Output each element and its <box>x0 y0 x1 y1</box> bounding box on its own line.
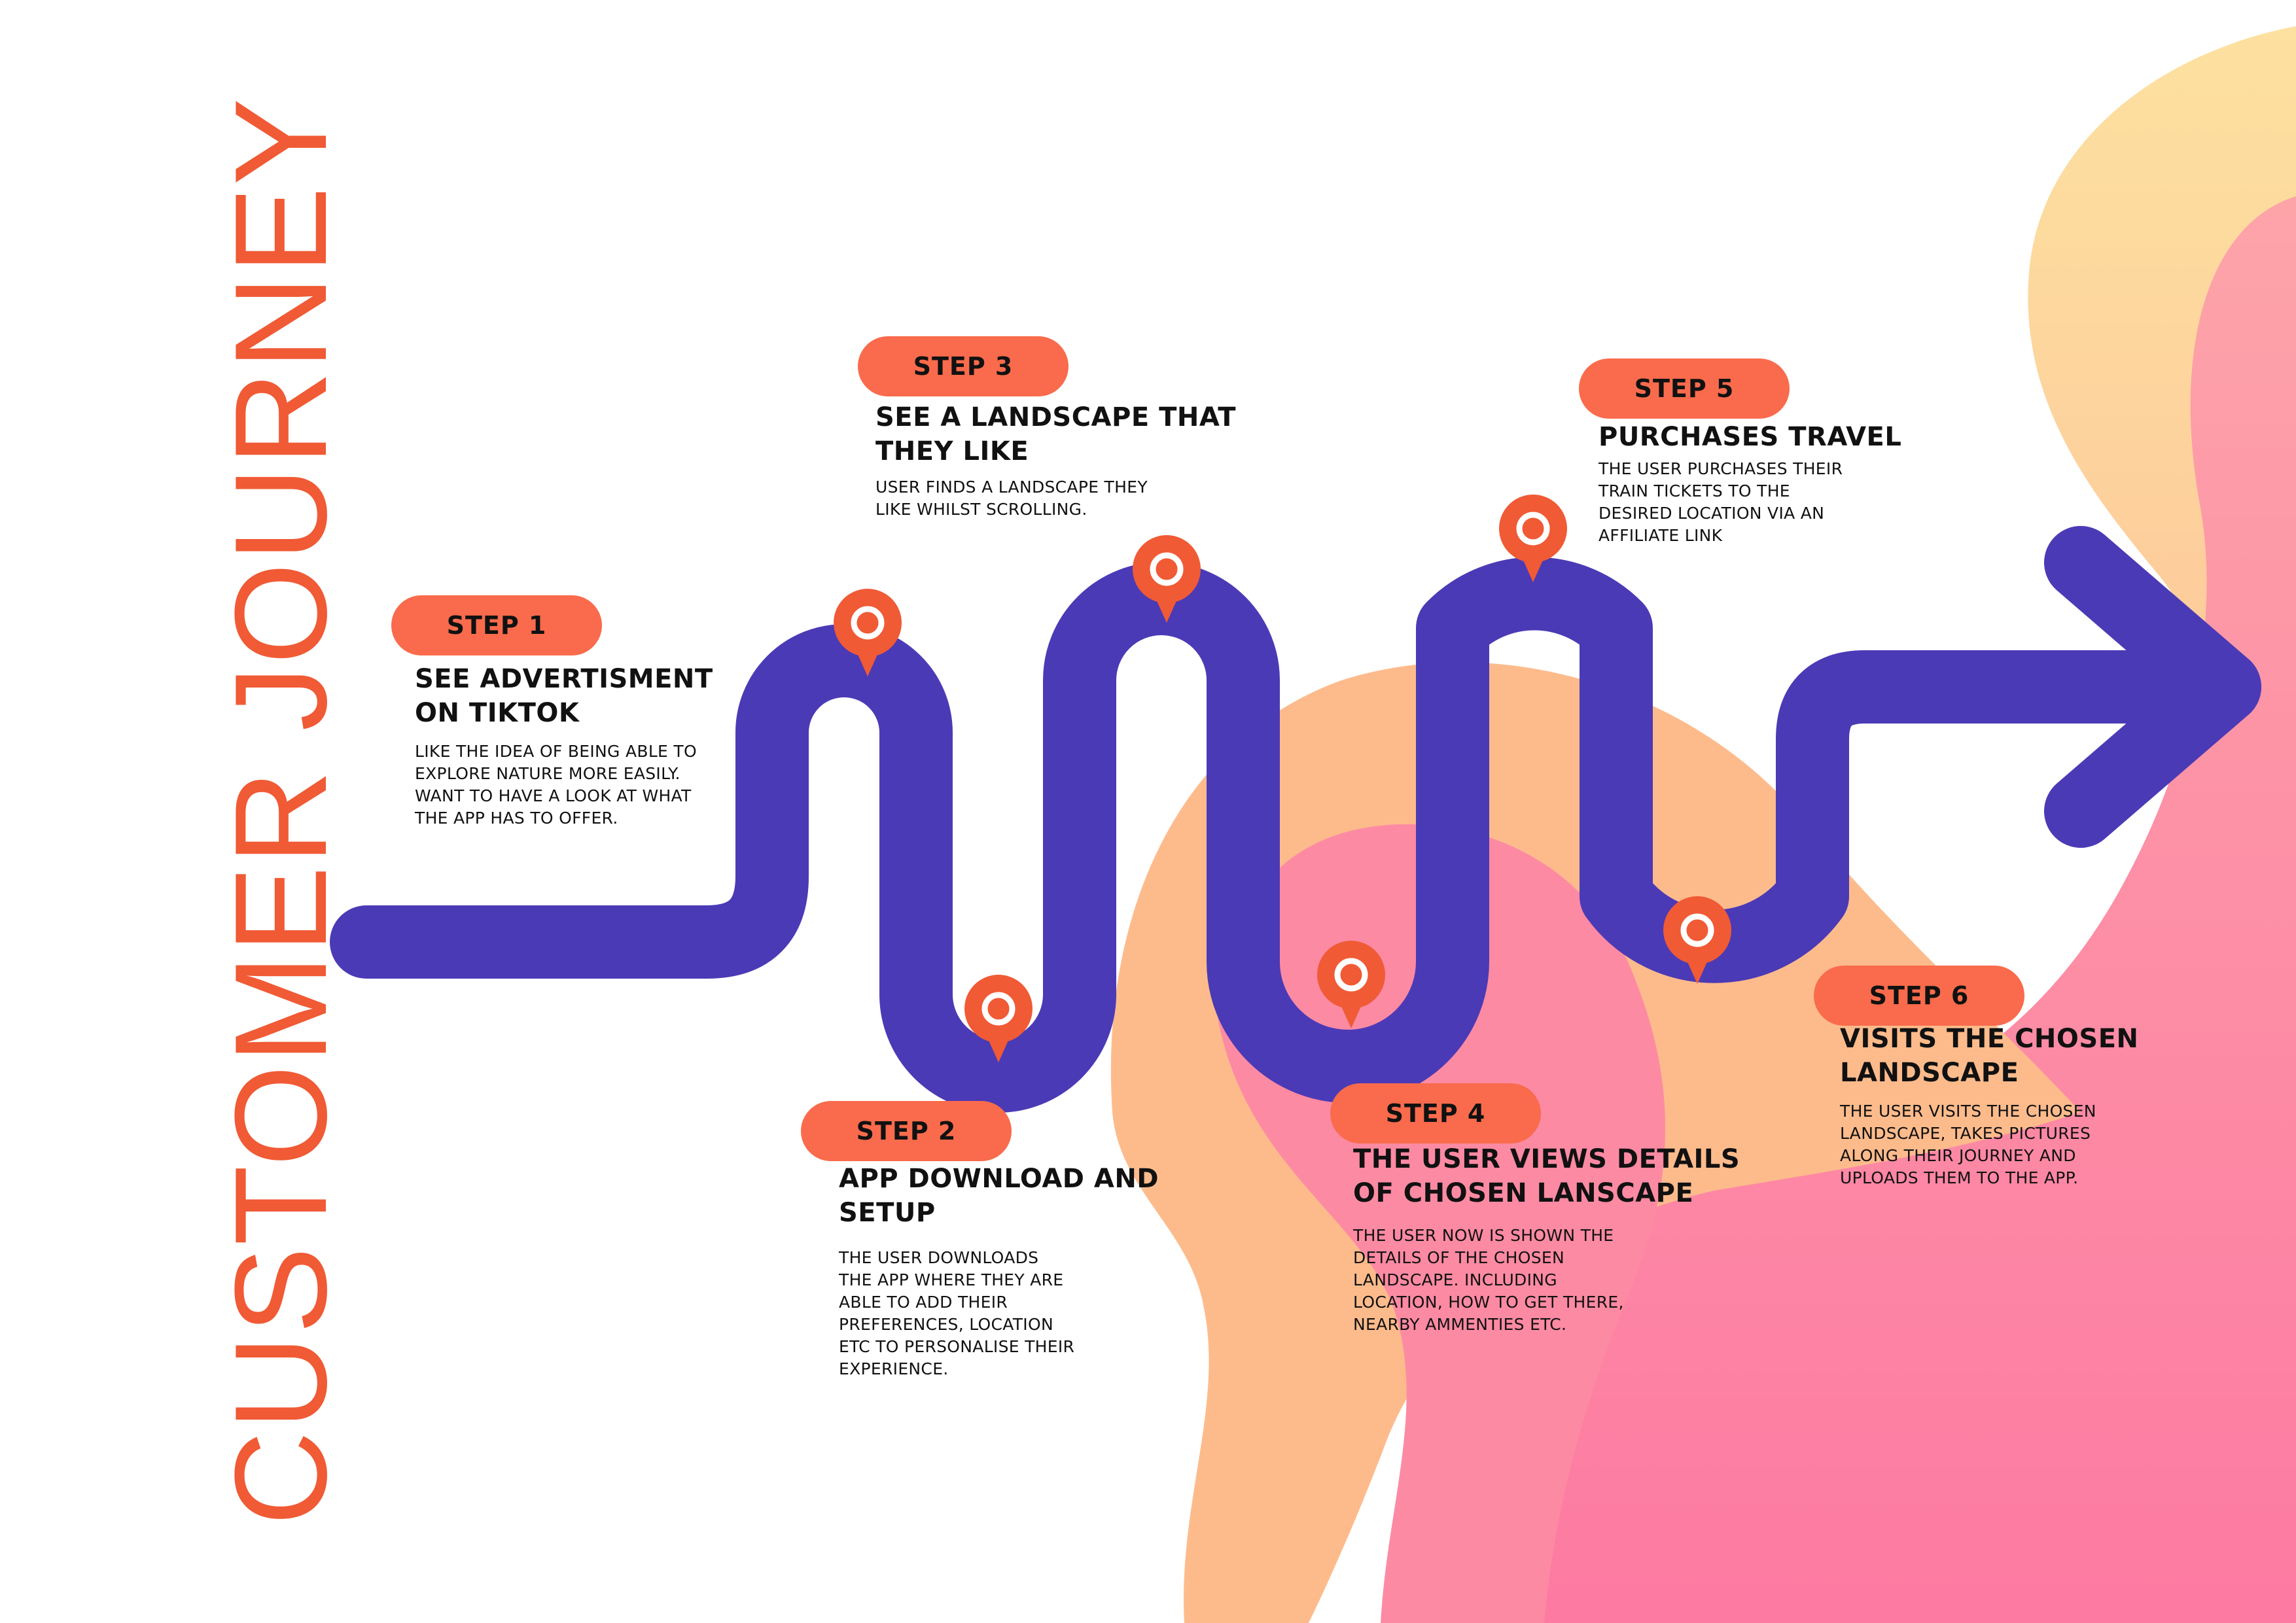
heading-line: VISITS THE CHOSEN <box>1840 1024 2139 1054</box>
body-line: UPLOADS THEM TO THE APP. <box>1840 1168 2079 1187</box>
background-blob-pink-right <box>1505 196 2296 1623</box>
heading-line: SEE A LANDSCAPE THAT <box>875 402 1236 432</box>
step-6-badge: STEP 6 <box>1814 966 2024 1026</box>
body-line: AFFILIATE LINK <box>1598 526 1723 545</box>
body-line: THE USER DOWNLOADS <box>839 1248 1039 1267</box>
step-5-heading: PURCHASES TRAVEL <box>1598 420 1901 454</box>
map-pin-head <box>1663 896 1731 964</box>
step-1-badge: STEP 1 <box>391 595 602 655</box>
step-6-heading: VISITS THE CHOSEN LANDSCAPE <box>1840 1022 2139 1090</box>
body-line: DETAILS OF THE CHOSEN <box>1353 1248 1565 1267</box>
map-pin-head <box>964 975 1033 1043</box>
map-pin-ring <box>851 606 885 640</box>
step-2-heading: APP DOWNLOAD AND SETUP <box>839 1162 1159 1230</box>
step-4-badge: STEP 4 <box>1330 1083 1541 1143</box>
heading-line: THE USER VIEWS DETAILS <box>1353 1144 1740 1174</box>
step-3-badge: STEP 3 <box>858 336 1069 396</box>
heading-line: THEY LIKE <box>875 436 1029 466</box>
body-line: DESIRED LOCATION VIA AN <box>1598 504 1825 523</box>
map-pin-ring <box>1516 512 1550 546</box>
step-1-heading: SEE ADVERTISMENT ON TIKTOK <box>415 662 713 730</box>
step-5-description: THE USER PURCHASES THEIR TRAIN TICKETS T… <box>1598 458 1843 547</box>
map-pin-icon <box>1133 535 1201 623</box>
page-title: CUSTOMER JOURNEY <box>208 96 354 1526</box>
map-pin-ring <box>1680 913 1714 947</box>
heading-line: APP DOWNLOAD AND <box>839 1164 1159 1194</box>
step-3-description: USER FINDS A LANDSCAPE THEY LIKE WHILST … <box>875 476 1148 521</box>
map-pin-icon <box>834 589 902 676</box>
map-pin-ring <box>981 992 1016 1026</box>
map-pin-ring <box>1334 958 1368 992</box>
step-1-description: LIKE THE IDEA OF BEING ABLE TO EXPLORE N… <box>415 741 697 829</box>
journey-path <box>330 557 2261 1113</box>
step-6-description: THE USER VISITS THE CHOSEN LANDSCAPE, TA… <box>1840 1100 2096 1189</box>
step-4-heading: THE USER VIEWS DETAILS OF CHOSEN LANSCAP… <box>1353 1142 1740 1210</box>
map-pin-head <box>1317 941 1385 1009</box>
heading-line: PURCHASES TRAVEL <box>1598 422 1902 452</box>
heading-line: SEE ADVERTISMENT <box>415 664 713 694</box>
body-line: ALONG THEIR JOURNEY AND <box>1840 1146 2076 1165</box>
body-line: PREFERENCES, LOCATION <box>839 1315 1053 1334</box>
heading-line: ON TIKTOK <box>415 698 580 728</box>
map-pin-ring <box>1150 552 1184 586</box>
map-pin-icon <box>1499 495 1567 582</box>
map-pin-icon <box>1317 941 1385 1028</box>
body-line: WANT TO HAVE A LOOK AT WHAT <box>415 786 692 805</box>
body-line: LANDSCAPE, TAKES PICTURES <box>1840 1124 2091 1143</box>
body-line: LOCATION, HOW TO GET THERE, <box>1353 1293 1624 1312</box>
body-line: NEARBY AMMENTIES ETC. <box>1353 1315 1567 1334</box>
map-pin-icon <box>964 975 1033 1062</box>
heading-line: SETUP <box>839 1198 936 1228</box>
map-pin-head <box>1133 535 1201 603</box>
body-line: THE USER PURCHASES THEIR <box>1598 459 1843 478</box>
body-line: ABLE TO ADD THEIR <box>839 1293 1008 1312</box>
body-line: LANDSCAPE. INCLUDING <box>1353 1270 1557 1289</box>
map-pin-icon <box>1663 896 1731 984</box>
step-3-heading: SEE A LANDSCAPE THAT THEY LIKE <box>875 400 1236 468</box>
map-pin-head <box>1499 495 1567 563</box>
step-2-description: THE USER DOWNLOADS THE APP WHERE THEY AR… <box>839 1247 1074 1380</box>
heading-line: OF CHOSEN LANSCAPE <box>1353 1178 1694 1208</box>
body-line: THE APP WHERE THEY ARE <box>839 1270 1064 1289</box>
body-line: LIKE THE IDEA OF BEING ABLE TO <box>415 742 697 761</box>
body-line: EXPERIENCE. <box>839 1359 949 1378</box>
body-line: THE USER VISITS THE CHOSEN <box>1840 1102 2096 1121</box>
body-line: USER FINDS A LANDSCAPE THEY <box>875 478 1148 497</box>
step-4-description: THE USER NOW IS SHOWN THE DETAILS OF THE… <box>1353 1225 1624 1336</box>
body-line: THE USER NOW IS SHOWN THE <box>1353 1226 1614 1245</box>
map-pin-head <box>834 589 902 657</box>
arrow-right-icon <box>2044 526 2261 848</box>
step-2-badge: STEP 2 <box>801 1101 1012 1161</box>
background-blob-pink-bottom <box>1217 824 1665 1623</box>
heading-line: LANDSCAPE <box>1840 1058 2019 1088</box>
body-line: THE APP HAS TO OFFER. <box>415 809 618 828</box>
body-line: LIKE WHILST SCROLLING. <box>875 500 1087 519</box>
step-5-badge: STEP 5 <box>1579 358 1790 419</box>
body-line: EXPLORE NATURE MORE EASILY. <box>415 764 680 783</box>
body-line: TRAIN TICKETS TO THE <box>1598 481 1790 500</box>
body-line: ETC TO PERSONALISE THEIR <box>839 1337 1075 1356</box>
